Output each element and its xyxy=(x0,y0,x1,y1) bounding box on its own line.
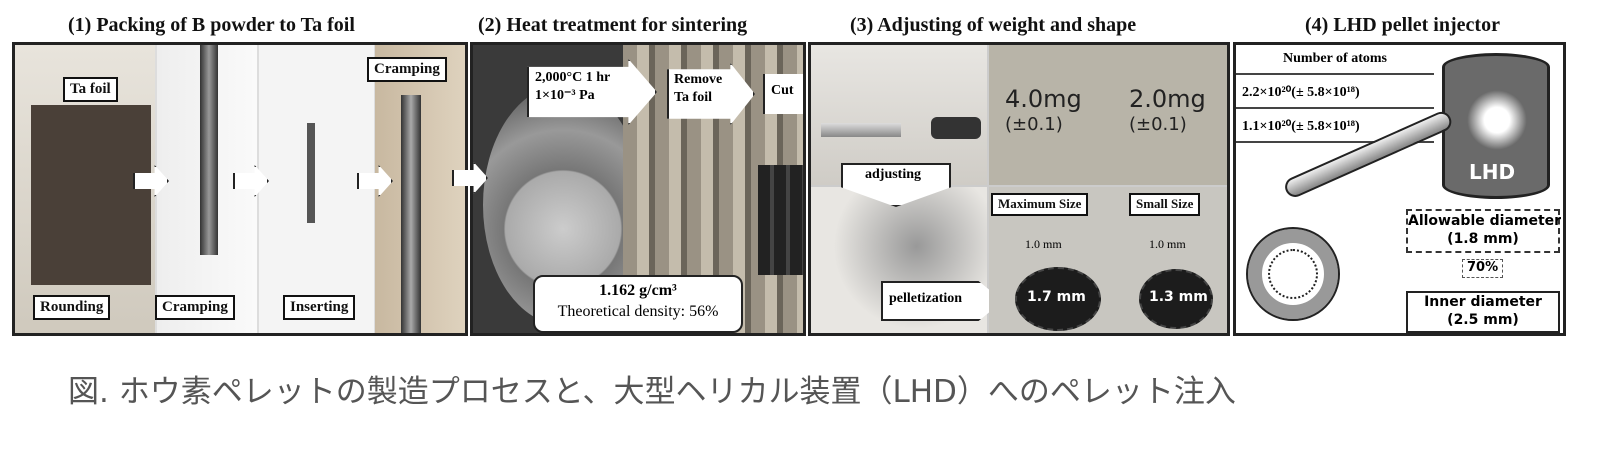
label-ta-foil: Ta foil xyxy=(63,77,118,103)
atoms-2mg: 1.1×10²⁰(± 5.8×10¹⁸) xyxy=(1236,111,1434,143)
inner-diameter-box: Inner diameter (2.5 mm) xyxy=(1406,291,1560,333)
label-cramping: Cramping xyxy=(155,295,235,321)
pellet-large xyxy=(1015,267,1101,331)
plasma-glow xyxy=(1467,90,1527,150)
weight-value: 4.0mg xyxy=(1005,85,1082,113)
scale-bar-label: 1.0 mm xyxy=(1025,237,1062,251)
remove-ta-foil: Remove Ta foil xyxy=(674,71,722,107)
pellet-large-size: 1.7 mm xyxy=(1027,289,1086,305)
label-rounding: Rounding xyxy=(33,295,111,321)
label-small-size: Small Size xyxy=(1129,193,1201,216)
weight-photo: 4.0mg(±0.1) 2.0mg(±0.1) xyxy=(989,45,1227,185)
weight-2mg: 2.0mg(±0.1) xyxy=(1129,85,1206,135)
allowable-value: (1.8 mm) xyxy=(1447,231,1519,248)
density-box: 1.162 g/cm³ Theoretical density: 56% xyxy=(533,275,743,333)
rod xyxy=(821,123,901,137)
allowable-label: Allowable diameter xyxy=(1408,213,1562,229)
panel2-title: (2) Heat treatment for sintering xyxy=(478,14,748,36)
label-pelletization: pelletization xyxy=(889,291,963,306)
scale-bar-label: 1.0 mm xyxy=(1149,237,1186,251)
pressure: 1×10⁻³ Pa xyxy=(535,88,595,104)
pellet xyxy=(931,117,981,139)
weight-value: 2.0mg xyxy=(1129,85,1206,113)
photo-inserting xyxy=(259,45,374,333)
label-maximum-size: Maximum Size xyxy=(991,193,1089,216)
figure-caption: 図. ホウ素ペレットの製造プロセスと、大型ヘリカル装置（LHD）へのペレット注入 xyxy=(68,374,1236,410)
weight-tolerance: (±0.1) xyxy=(1005,113,1063,135)
photo-cramping-2 xyxy=(375,45,465,333)
weight-4mg: 4.0mg(±0.1) xyxy=(1005,85,1082,135)
theoretical-density: Theoretical density: 56% xyxy=(557,302,719,320)
atoms-header: Number of atoms xyxy=(1236,45,1434,75)
temperature: 2,000°C 1 hr xyxy=(535,70,611,85)
arrow-icon xyxy=(881,281,1003,321)
allowable-circle xyxy=(1268,249,1318,299)
weight-tolerance: (±0.1) xyxy=(1129,113,1187,135)
panel-adjusting: adjusting pelletization 4.0mg(±0.1) 2.0m… xyxy=(808,42,1230,336)
heat-conditions: 2,000°C 1 hr 1×10⁻³ Pa xyxy=(535,69,610,105)
panel-packing: Ta foil Cramping Rounding Cramping Inser… xyxy=(12,42,468,336)
panel4-title: (4) LHD pellet injector xyxy=(1305,14,1500,36)
cut-label: Cut xyxy=(771,83,794,98)
lhd-label: LHD xyxy=(1469,160,1516,184)
inner-label: Inner diameter xyxy=(1424,294,1542,310)
inner-value: (2.5 mm) xyxy=(1447,312,1519,329)
panel-lhd-injector: Number of atoms 2.2×10²⁰(± 5.8×10¹⁸) 1.1… xyxy=(1233,42,1566,336)
pellet-small-size: 1.3 mm xyxy=(1149,289,1208,305)
ta-foil-sheet xyxy=(31,105,151,285)
inserted-tube xyxy=(307,123,315,223)
foil-tube xyxy=(200,45,218,255)
ratio-label: 70% xyxy=(1462,259,1504,278)
injector-cross-section xyxy=(1246,227,1340,321)
cut-rods xyxy=(758,165,803,275)
pellet-rod-photo xyxy=(811,45,987,185)
pellet-small xyxy=(1139,269,1213,329)
remove-label: Remove xyxy=(674,72,723,87)
density-value: 1.162 g/cm³ xyxy=(599,282,677,299)
ta-foil-label: Ta foil xyxy=(674,90,712,106)
allowable-diameter-box: Allowable diameter (1.8 mm) xyxy=(1406,209,1562,253)
panel1-title: (1) Packing of B powder to Ta foil xyxy=(68,14,355,36)
label-cramping-top: Cramping xyxy=(367,57,447,83)
panel3-title: (3) Adjusting of weight and shape xyxy=(850,14,1137,36)
label-adjusting: adjusting xyxy=(865,167,922,182)
atoms-4mg: 2.2×10²⁰(± 5.8×10¹⁸) xyxy=(1236,77,1434,109)
lhd-cylinder-icon: LHD xyxy=(1442,53,1550,199)
size-photo: Maximum Size Small Size 1.0 mm 1.0 mm 1.… xyxy=(989,187,1227,333)
label-inserting: Inserting xyxy=(283,295,356,321)
crimped-tube xyxy=(401,95,421,333)
